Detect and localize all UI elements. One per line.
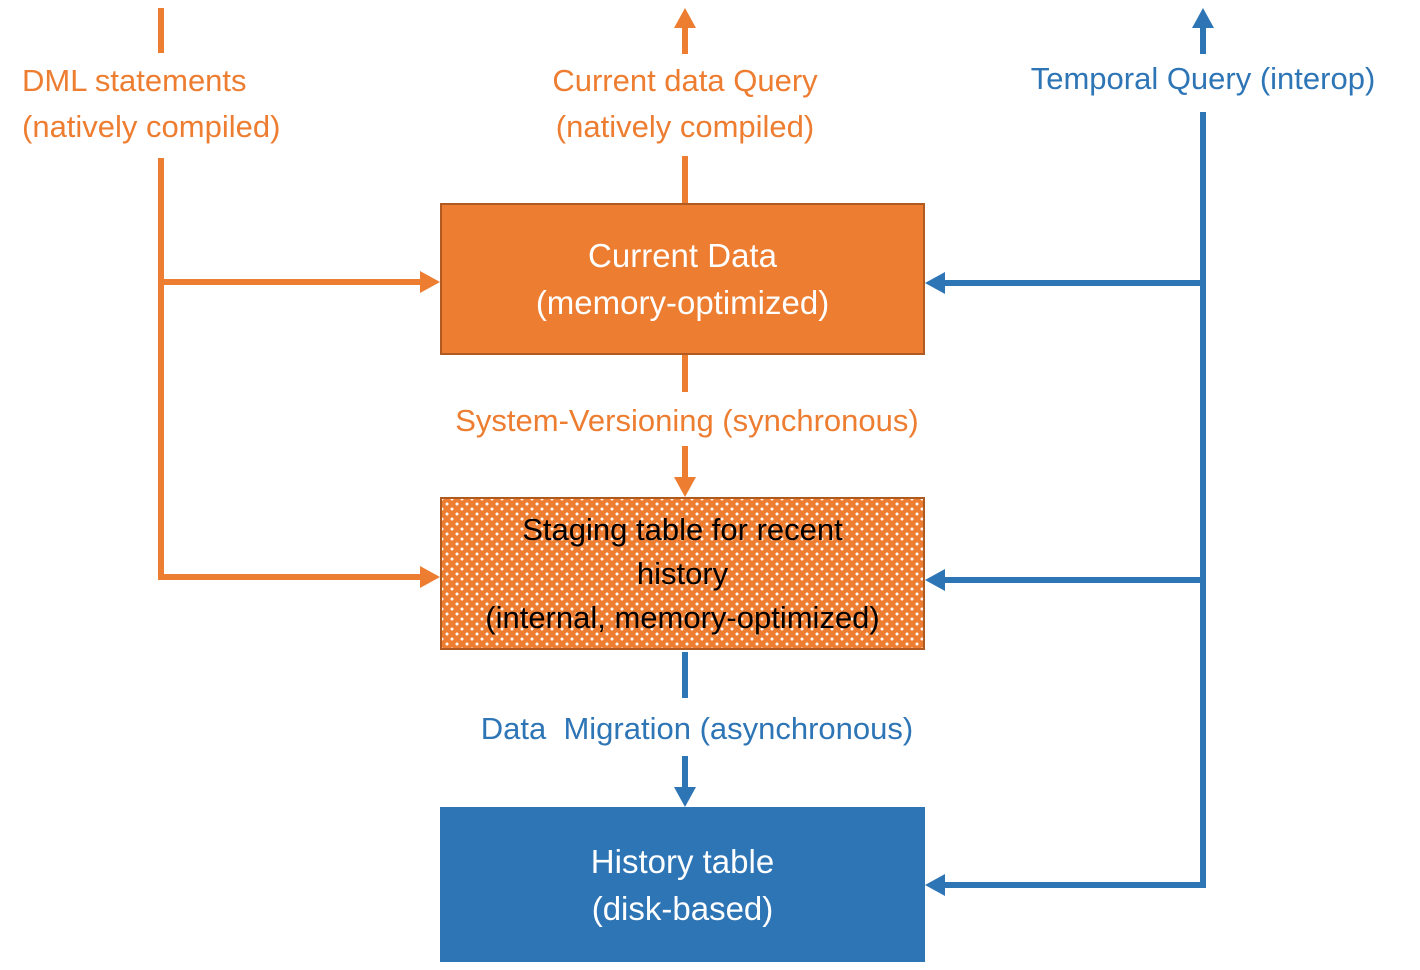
dml-branch-staging-arrowhead-icon (420, 566, 440, 588)
staging-table-box-label: Staging table for recent history (intern… (485, 511, 880, 635)
dml-trunk-line (158, 158, 164, 580)
staging-to-migration-line (682, 652, 688, 698)
current-data-query-label: Current data Query (natively compiled) (552, 63, 818, 144)
temporal-branch-staging-arrowhead-icon (925, 569, 945, 591)
query-to-currentbox-line (682, 156, 688, 203)
temporal-branch-current-arrowhead-icon (925, 272, 945, 294)
current-data-box: Current Data (memory-optimized) (440, 203, 925, 355)
history-table-box: History table (disk-based) (440, 807, 925, 962)
migration-to-history-line (682, 756, 688, 788)
temporal-branch-history-arrowhead-icon (925, 874, 945, 896)
temporal-branch-current-line (943, 280, 1200, 286)
temporal-query-up-arrowhead-icon (1192, 8, 1214, 28)
dml-branch-current-line (158, 279, 422, 285)
staging-table-box: Staging table for recent history (intern… (440, 497, 925, 650)
temporal-branch-history-line (943, 882, 1206, 888)
currentbox-to-versioning-line (682, 355, 688, 392)
dml-trunk-top-line (158, 8, 164, 53)
dml-branch-current-arrowhead-icon (420, 271, 440, 293)
versioning-to-staging-arrowhead-icon (674, 477, 696, 497)
temporal-query-label: Temporal Query (interop) (1030, 61, 1376, 96)
temporal-query-up-line (1200, 28, 1206, 54)
dml-branch-staging-line (158, 574, 422, 580)
data-migration-label: Data Migration (asynchronous) (480, 711, 914, 746)
history-table-box-label: History table (disk-based) (590, 842, 775, 927)
current-query-up-arrowhead-icon (674, 8, 696, 28)
system-versioning-label: System-Versioning (synchronous) (455, 403, 919, 438)
migration-to-history-arrowhead-icon (674, 787, 696, 807)
dml-statements-label: DML statements (natively compiled) (22, 63, 281, 144)
versioning-to-staging-line (682, 446, 688, 478)
current-query-up-line (682, 28, 688, 54)
temporal-trunk-line (1200, 112, 1206, 888)
current-data-box-label: Current Data (memory-optimized) (535, 237, 830, 321)
temporal-branch-staging-line (943, 577, 1200, 583)
